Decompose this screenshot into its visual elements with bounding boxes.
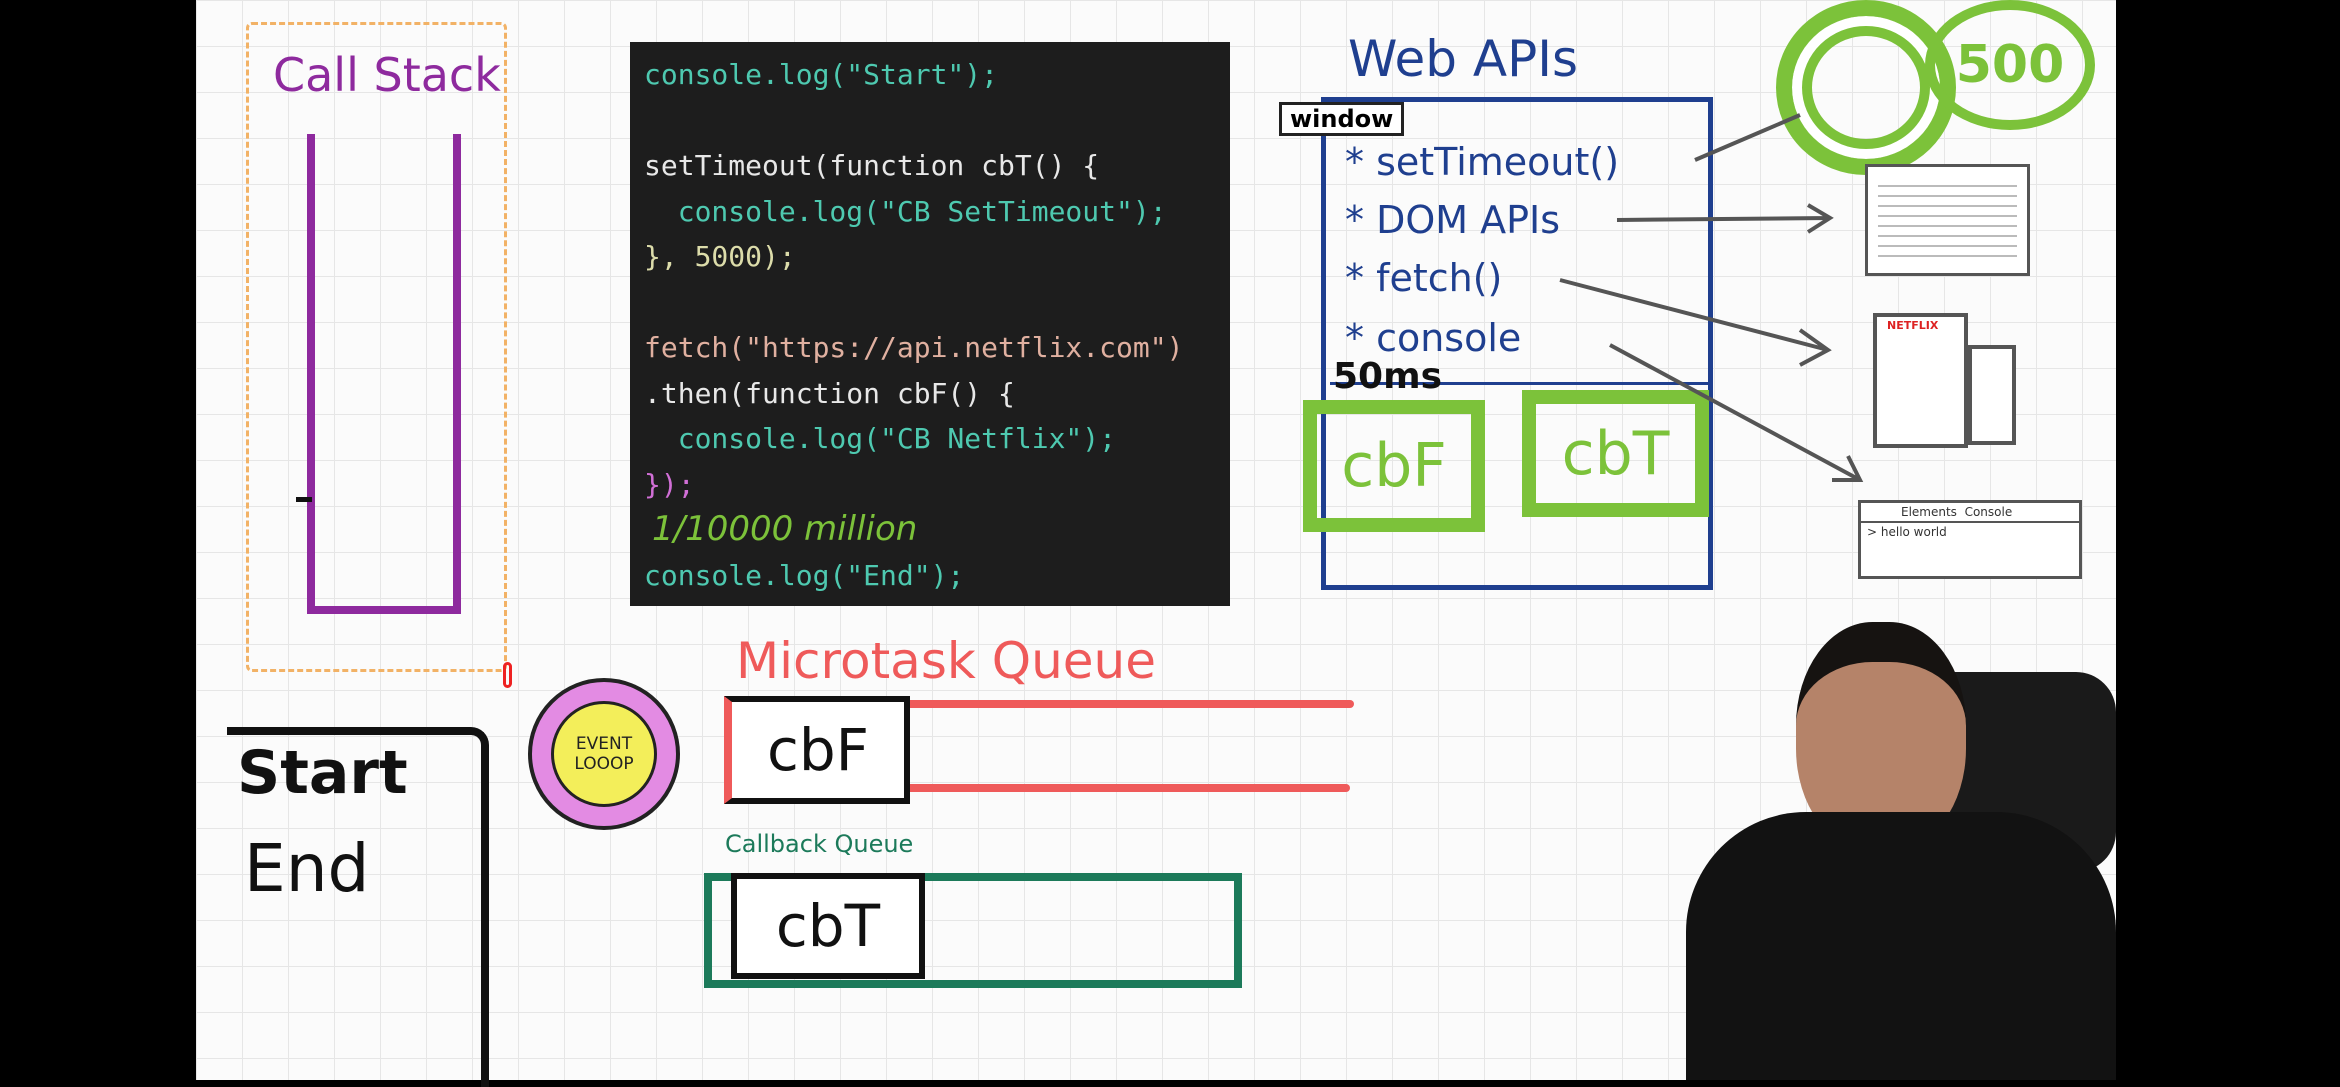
dom-html-lines bbox=[1878, 177, 2017, 257]
code-line-3: setTimeout(function cbT() { bbox=[644, 149, 1100, 182]
callback-item-cbt: cbT bbox=[731, 873, 925, 979]
code-annotation: 1/10000 million bbox=[652, 509, 918, 549]
code-line-10: }); bbox=[644, 467, 695, 501]
code-line-1: console.log("Start"); bbox=[644, 58, 999, 91]
web-apis-window-box bbox=[1321, 97, 1713, 590]
code-line-5: }, 5000); bbox=[644, 240, 796, 273]
fetch-arrow bbox=[1559, 278, 1832, 367]
microtask-queue-bottom-line bbox=[724, 784, 1350, 792]
timer-badge-value: 500 bbox=[1955, 35, 2065, 95]
web-api-console: * console bbox=[1345, 316, 1522, 360]
event-loop-label-1: EVENT bbox=[575, 734, 633, 754]
code-line-12: console.log("End"); bbox=[644, 558, 965, 592]
presenter-body bbox=[1686, 812, 2116, 1080]
pending-cbt-box: cbT bbox=[1522, 390, 1709, 517]
microtask-item-label: cbF bbox=[766, 716, 870, 784]
code-line-4: console.log("CB SetTimeout"); bbox=[644, 194, 1167, 228]
netflix-thumbnail-small bbox=[1968, 345, 2016, 445]
netflix-thumbnail: NETFLIX bbox=[1873, 313, 1968, 448]
dom-arrow bbox=[1616, 203, 1834, 234]
code-editor: console.log("Start"); setTimeout(function… bbox=[630, 42, 1230, 606]
microtask-queue-title: Microtask Queue bbox=[736, 632, 1156, 690]
call-stack-mark bbox=[296, 497, 312, 502]
pending-cbf-label: cbF bbox=[1341, 431, 1447, 501]
window-label: window bbox=[1279, 102, 1405, 136]
web-apis-divider bbox=[1330, 382, 1710, 385]
call-stack-dashed-frame bbox=[246, 22, 507, 672]
devtools-console-thumbnail: Elements Console > hello world bbox=[1858, 500, 2082, 579]
callback-item-label: cbT bbox=[775, 892, 881, 960]
event-loop-center: EVENT LOOOP bbox=[551, 701, 657, 807]
console-output-line-1: Start bbox=[237, 738, 408, 808]
console-output-line-2: End bbox=[244, 830, 370, 907]
web-api-dom: * DOM APIs bbox=[1345, 198, 1561, 242]
callback-queue-title: Callback Queue bbox=[725, 830, 914, 858]
code-line-11: 1/10000 million bbox=[644, 507, 1230, 553]
presenter-video bbox=[1686, 582, 2116, 1080]
call-stack-title: Call Stack bbox=[273, 48, 501, 102]
event-loop-label-2: LOOOP bbox=[574, 754, 634, 774]
devtools-tabs: Elements Console bbox=[1861, 503, 2079, 523]
devtools-output: > hello world bbox=[1867, 525, 1947, 539]
microtask-queue-top-line bbox=[724, 700, 1354, 708]
microtask-item-cbf: cbF bbox=[724, 696, 910, 804]
pointer-marker bbox=[503, 662, 512, 688]
pending-cbf-box: cbF bbox=[1303, 400, 1485, 532]
timer-badge: 500 bbox=[1925, 0, 2095, 130]
settimeout-arrow bbox=[1694, 113, 1801, 162]
web-api-fetch: * fetch() bbox=[1345, 256, 1503, 300]
dom-html-thumbnail bbox=[1865, 164, 2030, 276]
event-loop-icon: EVENT LOOOP bbox=[528, 678, 680, 830]
web-apis-title: Web APIs bbox=[1348, 30, 1579, 88]
netflix-logo: NETFLIX bbox=[1887, 319, 1939, 332]
pending-cbt-label: cbT bbox=[1561, 418, 1670, 489]
call-stack-container bbox=[307, 134, 461, 614]
callback-queue-box bbox=[704, 873, 1242, 988]
right-letterbox bbox=[2116, 0, 2340, 1080]
web-api-settimeout: * setTimeout() bbox=[1345, 140, 1620, 184]
console-arrow bbox=[1609, 343, 1864, 482]
console-output-panel bbox=[227, 727, 489, 1087]
timer-50ms-label: 50ms bbox=[1333, 356, 1443, 397]
code-line-9: console.log("CB Netflix"); bbox=[644, 422, 1117, 455]
code-line-7: fetch("https://api.netflix.com") bbox=[644, 331, 1184, 364]
code-line-8: .then(function cbF() { bbox=[644, 376, 1015, 410]
